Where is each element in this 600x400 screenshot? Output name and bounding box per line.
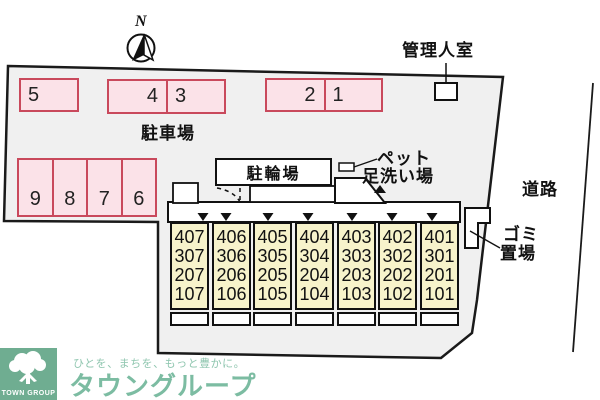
room-307: 307: [174, 246, 205, 266]
balcony-segment: [212, 312, 251, 326]
manager-room-label: 管理人室: [402, 41, 474, 60]
balcony-segment: [170, 312, 209, 326]
room-304: 304: [299, 246, 330, 266]
bike-parking-label: 駐輪場: [246, 166, 301, 183]
parking-stall-group-4-3: 4 3: [107, 79, 226, 114]
room-303: 303: [341, 246, 372, 266]
room-103: 103: [341, 284, 372, 304]
parking-stall-7-label: 7: [98, 188, 110, 210]
room-206: 206: [216, 265, 247, 285]
room-305: 305: [257, 246, 288, 266]
room-107: 107: [174, 284, 205, 304]
stairwell-box: [172, 182, 199, 204]
balcony-segment: [253, 312, 292, 326]
room-203: 203: [341, 265, 372, 285]
pet-wash-label-line2: 足洗い場: [362, 167, 434, 186]
room-102: 102: [382, 284, 413, 304]
building-column-5: 403 303 203 103: [337, 222, 376, 310]
garbage-leader-line: [469, 230, 501, 249]
parking-stall-4: 4: [109, 81, 166, 112]
bike-parking-box: 駐輪場: [215, 158, 332, 186]
room-306: 306: [216, 246, 247, 266]
parking-stall-3: 3: [166, 81, 224, 112]
room-201: 201: [424, 265, 455, 285]
room-401: 401: [424, 227, 455, 247]
parking-stall-8-label: 8: [64, 188, 76, 210]
north-compass-icon: [126, 33, 156, 63]
pet-wash-porch: [334, 177, 388, 204]
door-swing-dashed-arc: [216, 187, 241, 203]
room-302: 302: [382, 246, 413, 266]
room-104: 104: [299, 284, 330, 304]
room-106: 106: [216, 284, 247, 304]
balcony-segment: [420, 312, 459, 326]
parking-stall-2-label: 2: [304, 83, 316, 106]
building-column-2: 406 306 206 106: [212, 222, 251, 310]
road-label: 道路: [522, 180, 558, 199]
parking-stall-6: 6: [120, 160, 156, 215]
parking-stall-group-9-8-7-6: 9 8 7 6: [17, 158, 157, 217]
logo-brand-name: タウングループ: [69, 371, 257, 400]
logo-tagline: ひとを、まちを、もっと豊かに。: [73, 358, 246, 370]
parking-stall-9: 9: [19, 160, 52, 215]
room-202: 202: [382, 265, 413, 285]
parking-stall-1-label: 1: [332, 83, 344, 106]
parking-stall-5-label: 5: [28, 83, 40, 106]
room-404: 404: [299, 227, 330, 247]
building-column-1: 407 307 207 107: [170, 222, 209, 310]
room-207: 207: [174, 265, 205, 285]
pet-wash-leader-line: [353, 158, 378, 168]
room-406: 406: [216, 227, 247, 247]
bike-shed-footprint: [249, 185, 342, 203]
pet-wash-entrance-triangle-icon: [374, 185, 386, 193]
room-204: 204: [299, 265, 330, 285]
parking-stall-group-2-1: 2 1: [265, 78, 383, 112]
parking-lot-label: 駐車場: [141, 124, 195, 143]
parking-stall-4-label: 4: [146, 85, 158, 107]
tree-icon: [9, 351, 46, 384]
pet-wash-label-line1: ペット: [377, 149, 431, 168]
room-405: 405: [257, 227, 288, 247]
parking-stall-9-label: 9: [29, 188, 41, 210]
room-402: 402: [382, 227, 413, 247]
room-205: 205: [257, 265, 288, 285]
town-group-logo: TOWN GROUP: [0, 348, 57, 400]
parking-stall-7: 7: [86, 160, 121, 215]
room-105: 105: [257, 284, 288, 304]
building-column-4: 404 304 204 104: [295, 222, 334, 310]
parking-stall-6-label: 6: [133, 188, 145, 210]
pet-wash-station-box: [338, 162, 355, 172]
parking-stall-group-5: 5: [19, 78, 79, 112]
parking-stall-1: 1: [323, 80, 382, 110]
parking-stall-3-label: 3: [175, 85, 187, 107]
room-301: 301: [424, 246, 455, 266]
garbage-label-line2: 置場: [500, 244, 536, 263]
balcony-segment: [295, 312, 334, 326]
building-column-6: 402 302 202 102: [378, 222, 417, 310]
parking-stall-5: 5: [21, 80, 77, 110]
garbage-label-line1: ゴミ: [503, 225, 539, 244]
room-403: 403: [341, 227, 372, 247]
parking-stall-8: 8: [51, 160, 87, 215]
building-column-3: 405 305 205 105: [253, 222, 292, 310]
garbage-area-box: [464, 207, 491, 249]
balcony-segment: [337, 312, 376, 326]
room-407: 407: [174, 227, 205, 247]
balcony-segment: [378, 312, 417, 326]
manager-room-box: [434, 82, 458, 101]
town-group-wordmark: TOWN GROUP: [1, 390, 56, 397]
room-101: 101: [424, 284, 455, 304]
building-column-7: 401 301 201 101: [420, 222, 459, 310]
road-edge-line: [572, 82, 594, 353]
north-label: N: [135, 13, 147, 30]
building-walkway: [167, 201, 461, 223]
parking-stall-2: 2: [267, 80, 324, 110]
building-entrance-triangle-icons: [197, 213, 438, 221]
